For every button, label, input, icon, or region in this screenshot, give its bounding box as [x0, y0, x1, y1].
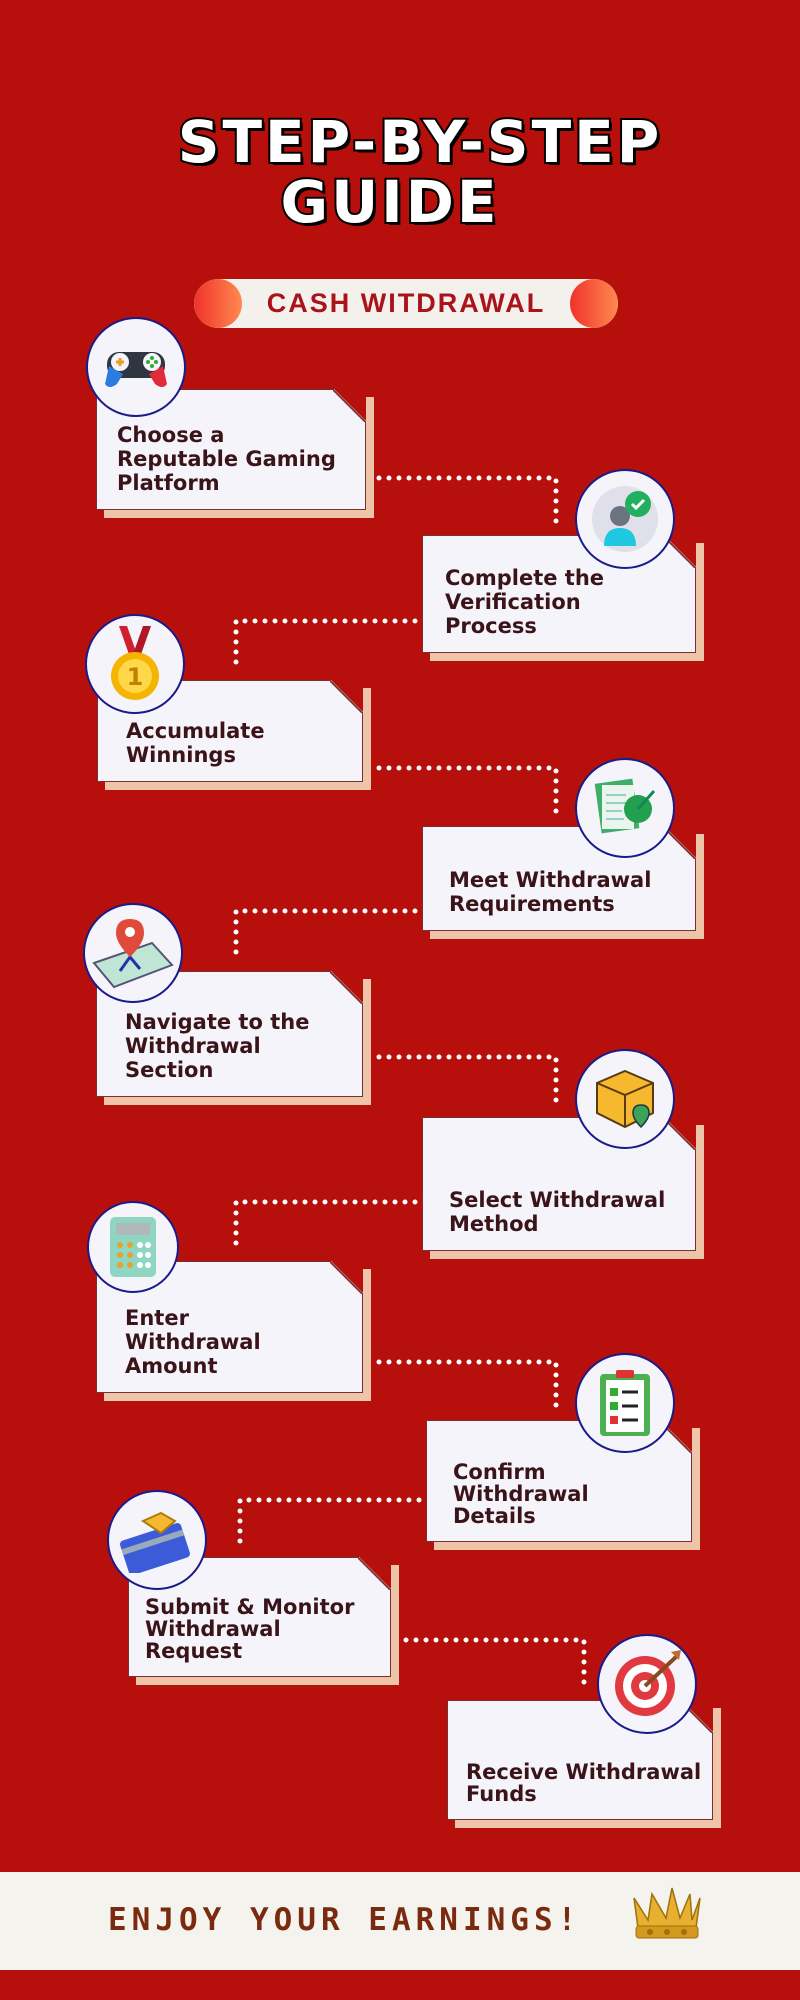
banner-cap-right — [570, 279, 618, 328]
step-label: Choose a Reputable Gaming Platform — [117, 423, 336, 495]
crown-icon — [633, 1887, 701, 1939]
step-label: Enter Withdrawal Amount — [125, 1306, 261, 1378]
svg-text:1: 1 — [127, 663, 144, 691]
target-document-icon — [575, 758, 675, 858]
banner-cap-left — [194, 279, 242, 328]
step-label: Accumulate Winnings — [126, 719, 265, 767]
step-label: Receive Withdrawal Funds — [466, 1760, 702, 1806]
subtitle-banner: CASH WITDRAWAL — [194, 279, 618, 328]
medal-icon: 1 — [85, 614, 185, 714]
step-label: Select Withdrawal Method — [449, 1188, 666, 1236]
step-label: Submit & Monitor Withdrawal Request — [145, 1595, 355, 1663]
step-card-6: Select Withdrawal Method — [422, 1117, 696, 1251]
step-label: Navigate to the Withdrawal Section — [125, 1010, 310, 1082]
footer-text: ENJOY YOUR EARNINGS! — [108, 1902, 582, 1938]
step-label: Complete the Verification Process — [445, 566, 605, 638]
card-payment-icon — [107, 1490, 207, 1590]
title-line-1: STEP-BY-STEP — [176, 106, 663, 178]
location-pin-icon — [83, 903, 183, 1003]
user-verified-icon — [575, 469, 675, 569]
step-card-3: Accumulate Winnings — [97, 680, 363, 782]
step-label: Meet Withdrawal Requirements — [449, 868, 652, 916]
checklist-icon — [575, 1353, 675, 1453]
step-label: Confirm Withdrawal Details — [453, 1460, 589, 1528]
calculator-icon — [87, 1201, 179, 1293]
package-icon — [575, 1049, 675, 1149]
subtitle: CASH WITDRAWAL — [266, 288, 546, 318]
footer-banner: ENJOY YOUR EARNINGS! — [0, 1872, 800, 1970]
step-card-7: Enter Withdrawal Amount — [96, 1261, 363, 1393]
title-line-2: GUIDE — [278, 166, 500, 238]
target-icon — [597, 1634, 697, 1734]
gamepad-icon — [86, 317, 186, 417]
